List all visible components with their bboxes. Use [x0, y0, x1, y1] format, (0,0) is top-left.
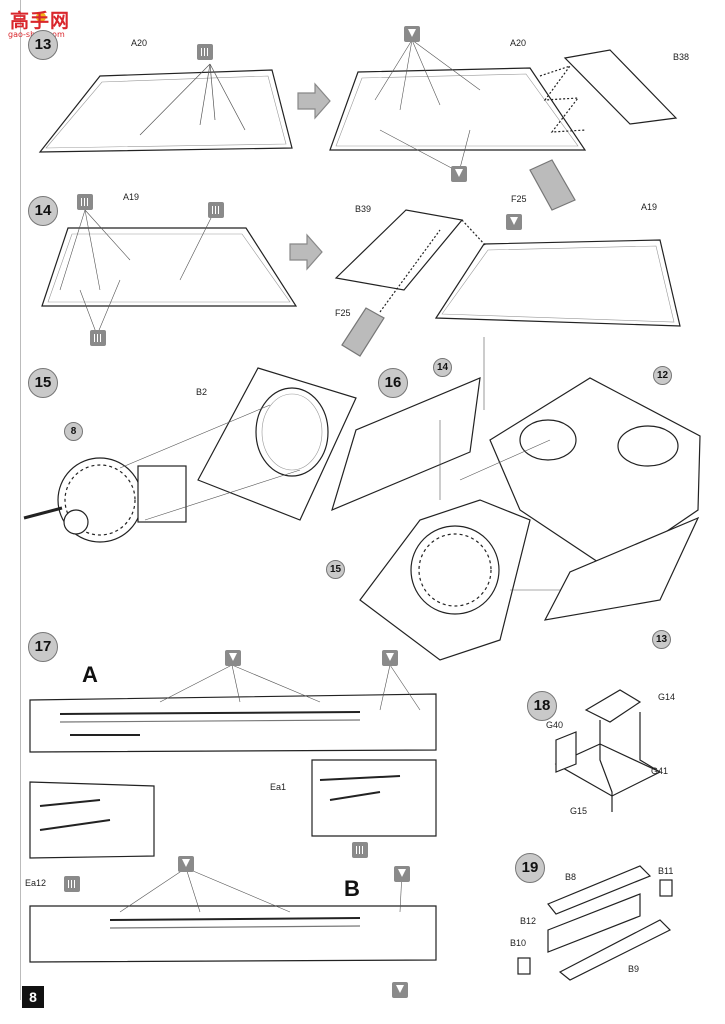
label-a19-left: A19 — [123, 192, 140, 202]
side-plate-13 — [543, 516, 700, 621]
label-b2: B2 — [196, 387, 208, 397]
part-f25-top — [529, 159, 576, 211]
label-g14: G14 — [658, 692, 676, 702]
next-step-arrow-icon — [289, 233, 323, 271]
glue-brush-icon — [352, 842, 368, 858]
step-18-badge: 18 — [527, 691, 557, 721]
cement-drop-icon — [506, 214, 522, 230]
cement-drop-icon — [392, 982, 408, 998]
callout-14: 14 — [433, 358, 452, 377]
label-b11: B11 — [658, 866, 674, 876]
glue-brush-icon — [77, 194, 93, 210]
next-step-arrow-icon — [297, 82, 331, 120]
step-16-badge: 16 — [378, 368, 408, 398]
callout-12: 12 — [653, 366, 672, 385]
hull-side-a — [29, 693, 437, 753]
label-b39: B39 — [355, 204, 372, 214]
page-number: 8 — [22, 986, 44, 1008]
hull-side-b — [29, 905, 437, 963]
watermark-dot — [36, 12, 46, 22]
part-b39 — [334, 209, 464, 291]
label-f25-top: F25 — [511, 194, 527, 204]
step-14-badge: 14 — [28, 196, 58, 226]
section-letter-b: B — [344, 876, 360, 901]
page-frame-line — [20, 0, 21, 1000]
label-ea1: Ea1 — [270, 782, 287, 792]
glue-brush-icon — [197, 44, 213, 60]
part-b11 — [659, 879, 673, 897]
label-a19-right: A19 — [641, 202, 658, 212]
cement-drop-icon — [404, 26, 420, 42]
plate-a19-right — [434, 239, 681, 327]
label-ea12: Ea12 — [25, 878, 47, 888]
glue-brush-icon — [208, 202, 224, 218]
section-letter-a: A — [82, 662, 98, 687]
cement-drop-icon — [382, 650, 398, 666]
part-ea1 — [311, 759, 437, 837]
cement-drop-icon — [451, 166, 467, 182]
glue-brush-icon — [90, 330, 106, 346]
step-13-badge: 13 — [28, 30, 58, 60]
label-b8: B8 — [565, 872, 577, 882]
step-19-badge: 19 — [515, 853, 545, 883]
side-plate-14 — [331, 377, 481, 512]
assembly-g14 — [584, 689, 642, 723]
label-g41: G41 — [651, 766, 669, 776]
label-a20-right: A20 — [510, 38, 527, 48]
part-b8 — [547, 865, 652, 915]
cement-drop-icon — [394, 866, 410, 882]
part-ea12 — [29, 781, 155, 859]
plate-a20-left — [38, 69, 293, 153]
step-17-badge: 17 — [28, 632, 58, 662]
part-f25-mid — [341, 307, 385, 357]
label-b9: B9 — [628, 964, 640, 974]
part-b9 — [558, 919, 672, 981]
plate-a20-right — [329, 67, 587, 151]
step-15-badge: 15 — [28, 368, 58, 398]
callout-15: 15 — [326, 560, 345, 579]
label-b10: B10 — [510, 938, 527, 948]
cement-drop-icon — [225, 650, 241, 666]
label-g15: G15 — [570, 806, 588, 816]
plate-a19-left — [41, 227, 298, 307]
glue-brush-icon — [64, 876, 80, 892]
part-b10 — [517, 957, 531, 975]
part-b12 — [547, 893, 641, 953]
callout-13: 13 — [652, 630, 671, 649]
label-a20-left: A20 — [131, 38, 148, 48]
label-g40: G40 — [546, 720, 564, 730]
label-b12: B12 — [520, 916, 537, 926]
label-b38: B38 — [673, 52, 690, 62]
label-f25-mid: F25 — [335, 308, 351, 318]
part-b38 — [563, 49, 678, 125]
watermark-title: 高手网 — [10, 10, 71, 32]
callout-8: 8 — [64, 422, 83, 441]
cement-drop-icon — [178, 856, 194, 872]
